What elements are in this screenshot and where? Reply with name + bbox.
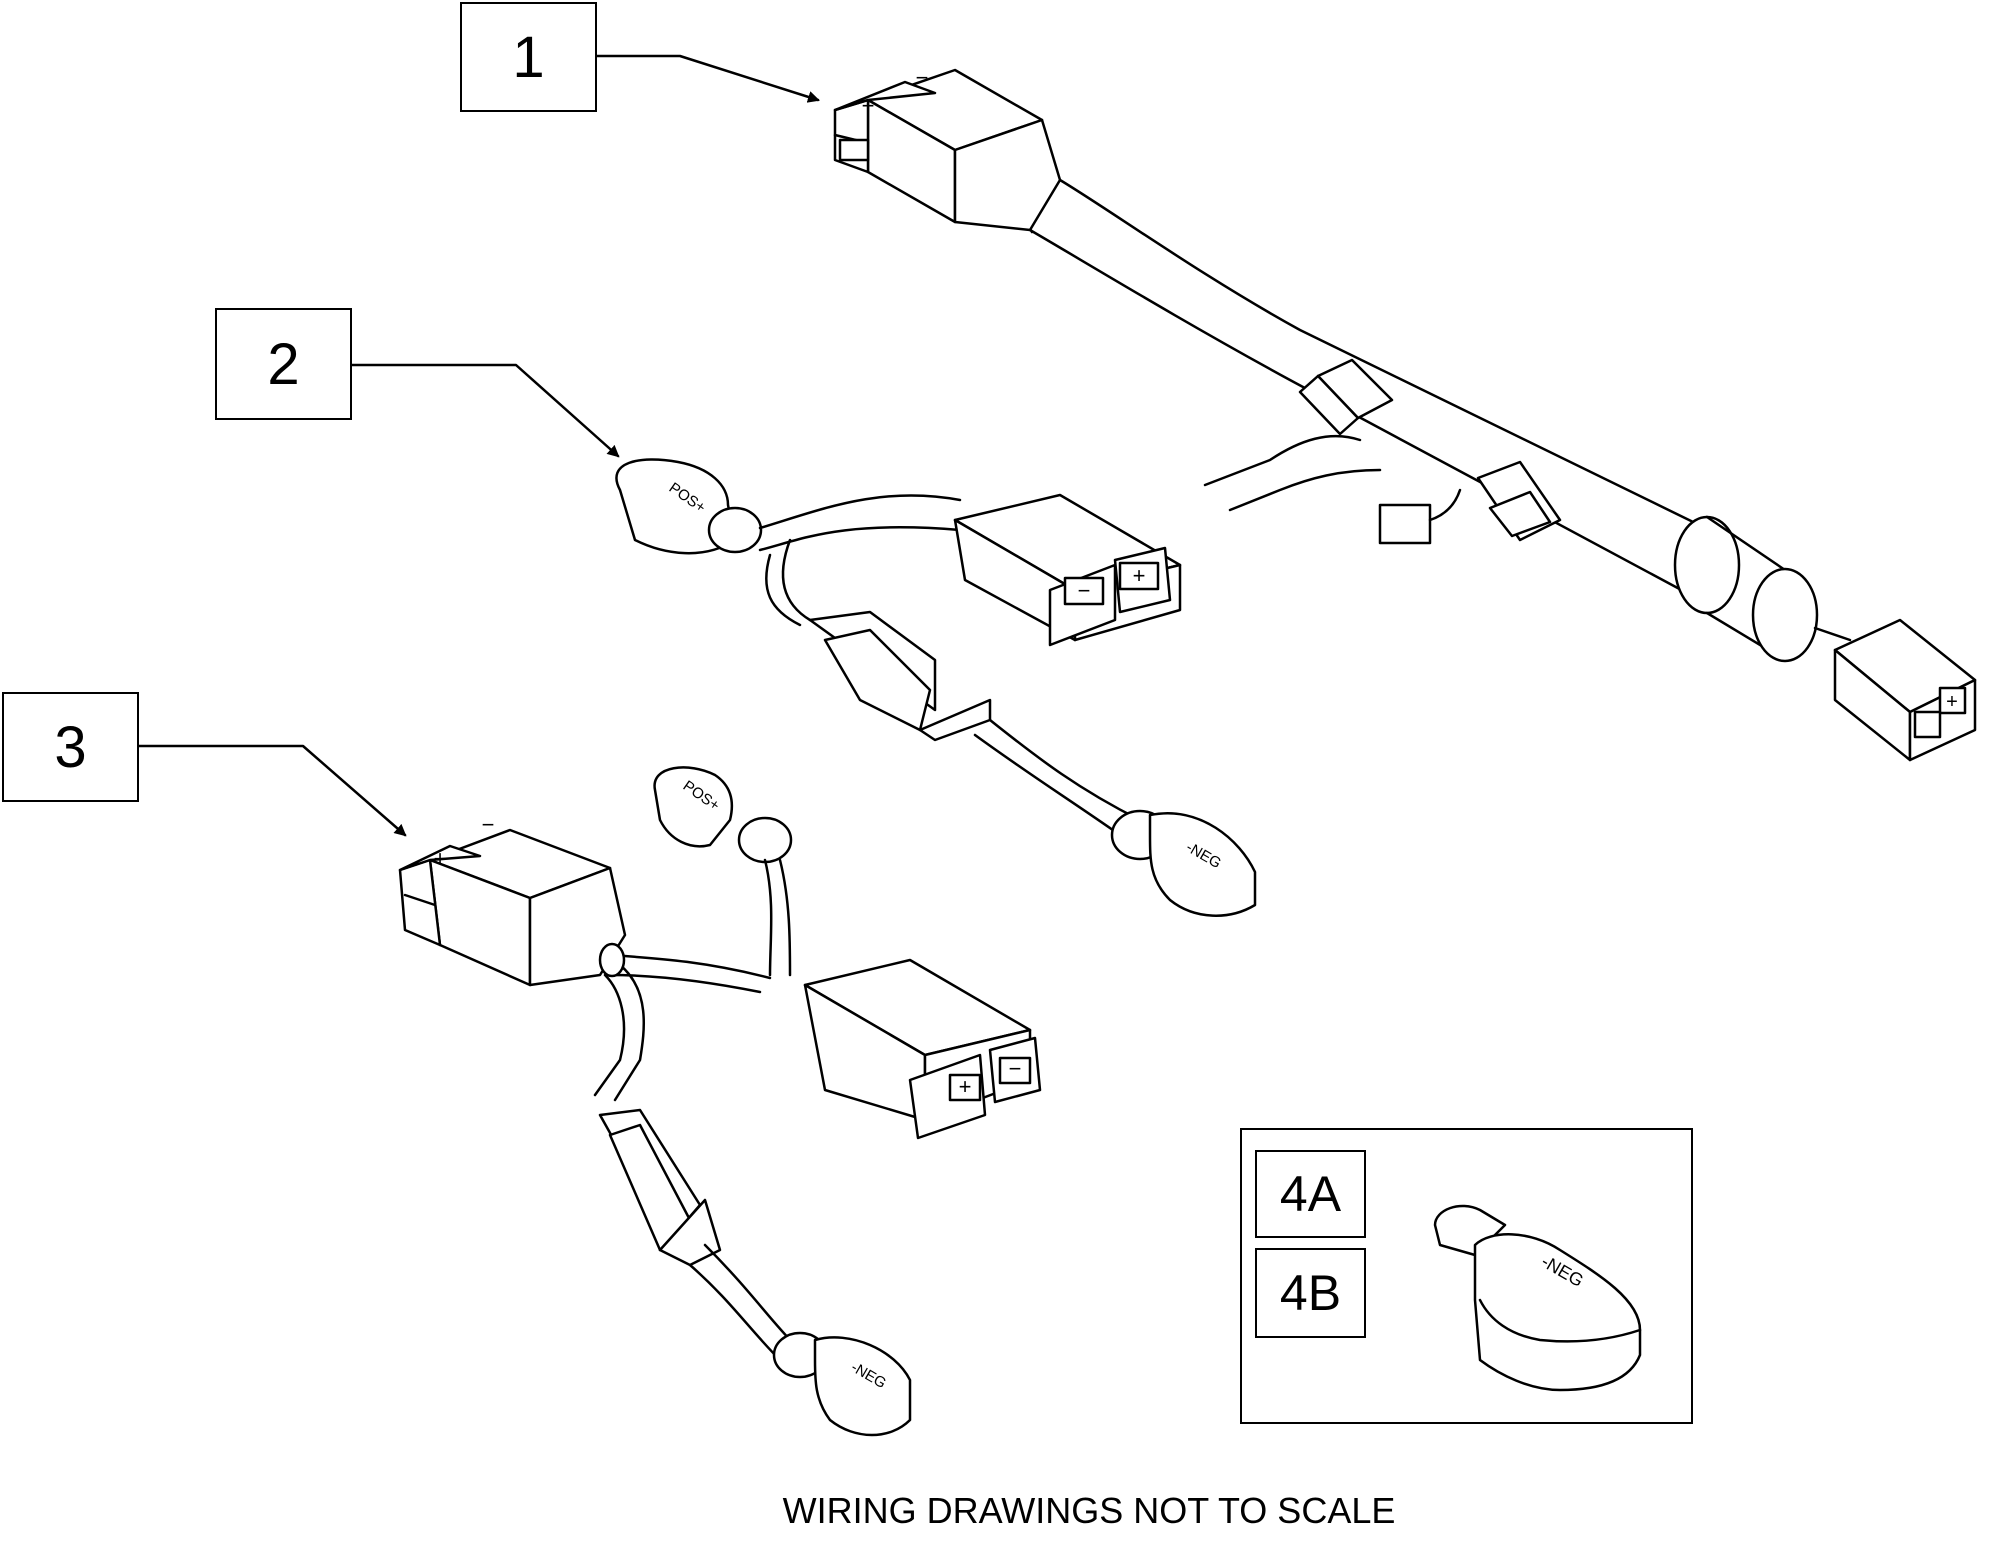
harness-2-minus-marking: − bbox=[1078, 578, 1091, 603]
callout-2: 2 bbox=[215, 308, 352, 420]
harness-3-plus-marking: + bbox=[434, 846, 447, 871]
leader-line-1 bbox=[593, 54, 820, 103]
callout-3: 3 bbox=[2, 692, 139, 802]
callout-1: 1 bbox=[460, 2, 597, 112]
harness-3-minus-marking: − bbox=[482, 812, 495, 837]
inset-frame bbox=[1240, 1128, 1693, 1424]
harness-3-plus-marking-2: + bbox=[959, 1074, 972, 1099]
harness-2-plus-marking: + bbox=[1133, 563, 1146, 588]
leader-line-2 bbox=[349, 363, 620, 458]
harness-1-end-plus-marking: + bbox=[1946, 691, 1958, 713]
callout-4a: 4A bbox=[1255, 1150, 1366, 1238]
harness-1-minus-marking: − bbox=[916, 65, 929, 90]
footer-note: WIRING DRAWINGS NOT TO SCALE bbox=[782, 1490, 1396, 1531]
harness-1 bbox=[833, 68, 1977, 762]
harness-3-minus-marking-2: − bbox=[1009, 1056, 1022, 1081]
harness-2 bbox=[615, 458, 1257, 917]
harness-1-plus-marking: + bbox=[862, 93, 875, 118]
leader-line-3 bbox=[136, 744, 407, 837]
callout-4b: 4B bbox=[1255, 1248, 1366, 1338]
harness-3 bbox=[398, 766, 1042, 1437]
inset-terminal bbox=[1433, 1204, 1642, 1392]
